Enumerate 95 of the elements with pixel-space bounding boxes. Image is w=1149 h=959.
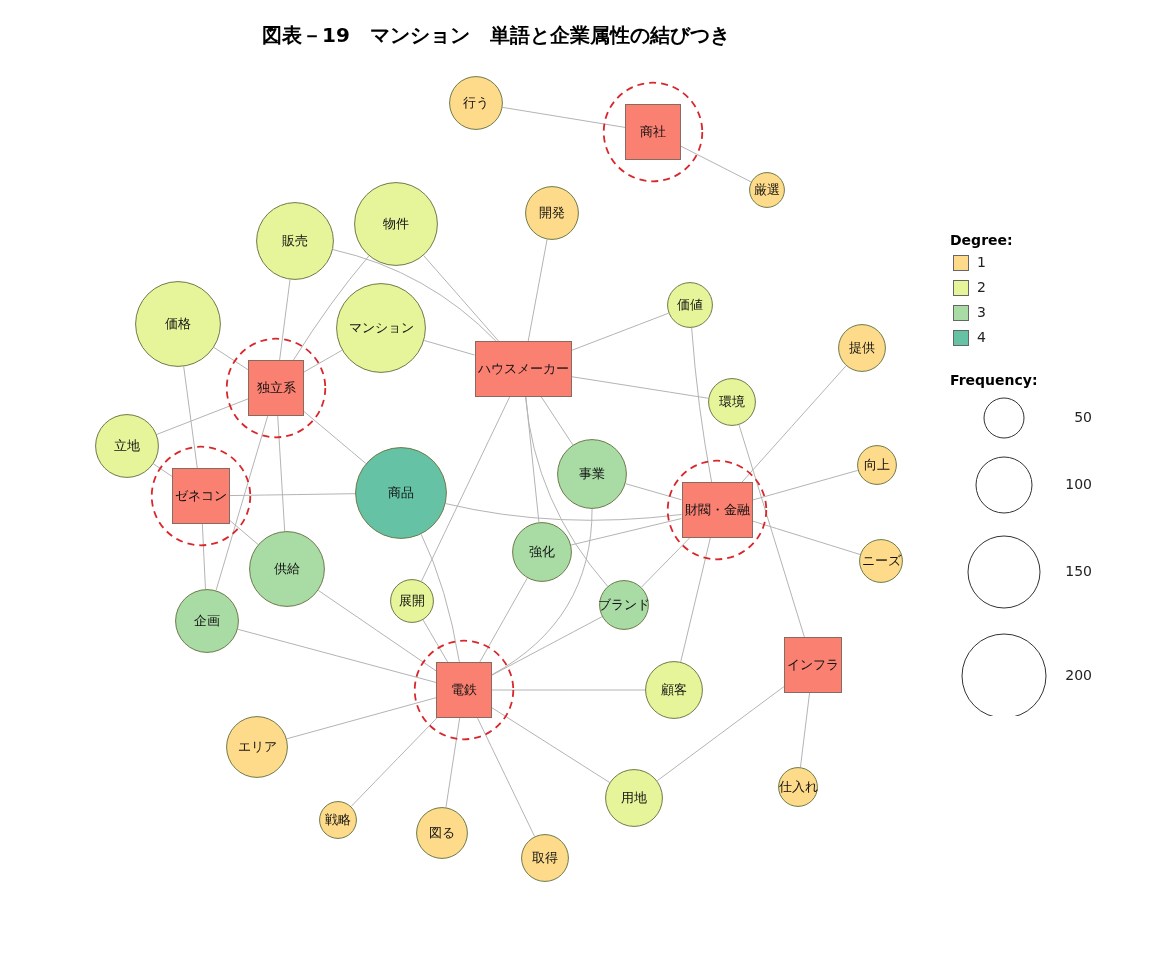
- word-bubble: 価値: [667, 282, 713, 328]
- connector-line: [445, 503, 682, 521]
- chart-title: 図表－19 マンション 単語と企業属性の結びつき: [262, 22, 730, 49]
- connector-line: [237, 628, 437, 683]
- word-bubble: 提供: [838, 324, 886, 372]
- word-bubble: 展開: [390, 579, 434, 623]
- category-square: インフラ: [784, 637, 842, 693]
- connector-line: [491, 707, 610, 783]
- word-bubble: マンション: [336, 283, 426, 373]
- word-bubble: 用地: [605, 769, 663, 827]
- connector-line: [691, 327, 713, 483]
- word-bubble: 開発: [525, 186, 579, 240]
- category-square: 電鉄: [436, 662, 492, 718]
- word-bubble: エリア: [226, 716, 288, 778]
- word-bubble: ニーズ: [859, 539, 903, 583]
- connector-line: [525, 396, 609, 587]
- word-bubble: 商品: [355, 447, 447, 539]
- connector-line: [293, 255, 370, 361]
- legend-heading: Frequency:: [950, 372, 1038, 388]
- connector-line: [641, 537, 691, 588]
- legend-label: 4: [977, 329, 986, 345]
- connector-line: [229, 520, 259, 545]
- word-bubble: 向上: [857, 445, 897, 485]
- word-bubble: 供給: [249, 531, 325, 607]
- connector-line: [317, 589, 437, 672]
- connector-line: [479, 577, 528, 663]
- word-bubble: 強化: [512, 522, 572, 582]
- category-square: 財閥・金融: [681, 482, 753, 538]
- legend-label: 3: [977, 304, 986, 320]
- connector-line: [445, 717, 461, 808]
- connector-line: [215, 415, 269, 591]
- connector-line: [491, 689, 646, 691]
- connector-line: [525, 396, 540, 523]
- category-square: ゼネコン: [172, 468, 230, 524]
- connector-line: [213, 347, 249, 371]
- word-bubble: ブランド: [599, 580, 649, 630]
- connector-line: [423, 340, 475, 356]
- connector-line: [423, 255, 499, 342]
- connector-line: [332, 249, 497, 342]
- connector-line: [153, 463, 173, 477]
- connector-line: [570, 518, 682, 546]
- word-bubble: 事業: [557, 439, 627, 509]
- connector-line: [799, 692, 811, 768]
- connector-line: [571, 376, 709, 399]
- connector-line: [491, 616, 603, 676]
- connector-line: [229, 493, 356, 497]
- connector-line: [422, 619, 449, 663]
- connector-line: [421, 396, 511, 582]
- word-bubble: 行う: [449, 76, 503, 130]
- connector-line: [183, 366, 198, 469]
- connector-line: [420, 533, 460, 663]
- connector-line: [491, 508, 593, 676]
- legend-label: 2: [977, 279, 986, 295]
- connector-line: [527, 239, 548, 342]
- category-square: 商社: [625, 104, 681, 160]
- legend-label: 1: [977, 254, 986, 270]
- connector-line: [350, 717, 438, 807]
- connector-line: [571, 312, 669, 351]
- connector-line: [303, 349, 343, 373]
- connector-line: [540, 396, 574, 446]
- connector-line: [741, 365, 847, 483]
- connector-line: [625, 483, 682, 501]
- connector-line: [277, 415, 286, 532]
- connector-line: [656, 686, 785, 782]
- legend-label: 100: [1064, 476, 1092, 492]
- word-bubble: 厳選: [749, 172, 785, 208]
- connector-line: [738, 424, 805, 638]
- word-bubble: 戦略: [319, 801, 357, 839]
- word-bubble: 販売: [256, 202, 334, 280]
- word-bubble: 物件: [354, 182, 438, 266]
- category-square: ハウスメーカー: [474, 341, 572, 397]
- connector-line: [680, 145, 752, 183]
- legend-heading: Degree:: [950, 232, 1013, 248]
- connector-line: [201, 523, 206, 590]
- connector-line: [752, 469, 859, 501]
- connector-line: [279, 279, 291, 361]
- connector-line: [286, 697, 437, 740]
- word-bubble: 価格: [135, 281, 221, 367]
- connector-line: [303, 411, 367, 464]
- legend-label: 150: [1064, 563, 1092, 579]
- word-bubble: 顧客: [645, 661, 703, 719]
- word-bubble: 図る: [416, 807, 468, 859]
- category-square: 独立系: [248, 360, 304, 416]
- word-bubble: 仕入れ: [778, 767, 818, 807]
- word-bubble: 取得: [521, 834, 569, 882]
- legend-label: 50: [1073, 409, 1092, 425]
- word-bubble: 環境: [708, 378, 756, 426]
- connector-line: [477, 717, 536, 837]
- connector-line: [680, 537, 711, 663]
- word-bubble: 企画: [175, 589, 239, 653]
- connector-line: [502, 106, 626, 128]
- word-bubble: 立地: [95, 414, 159, 478]
- connector-line: [752, 520, 861, 555]
- legend-label: 200: [1064, 667, 1092, 683]
- connector-line: [156, 398, 249, 435]
